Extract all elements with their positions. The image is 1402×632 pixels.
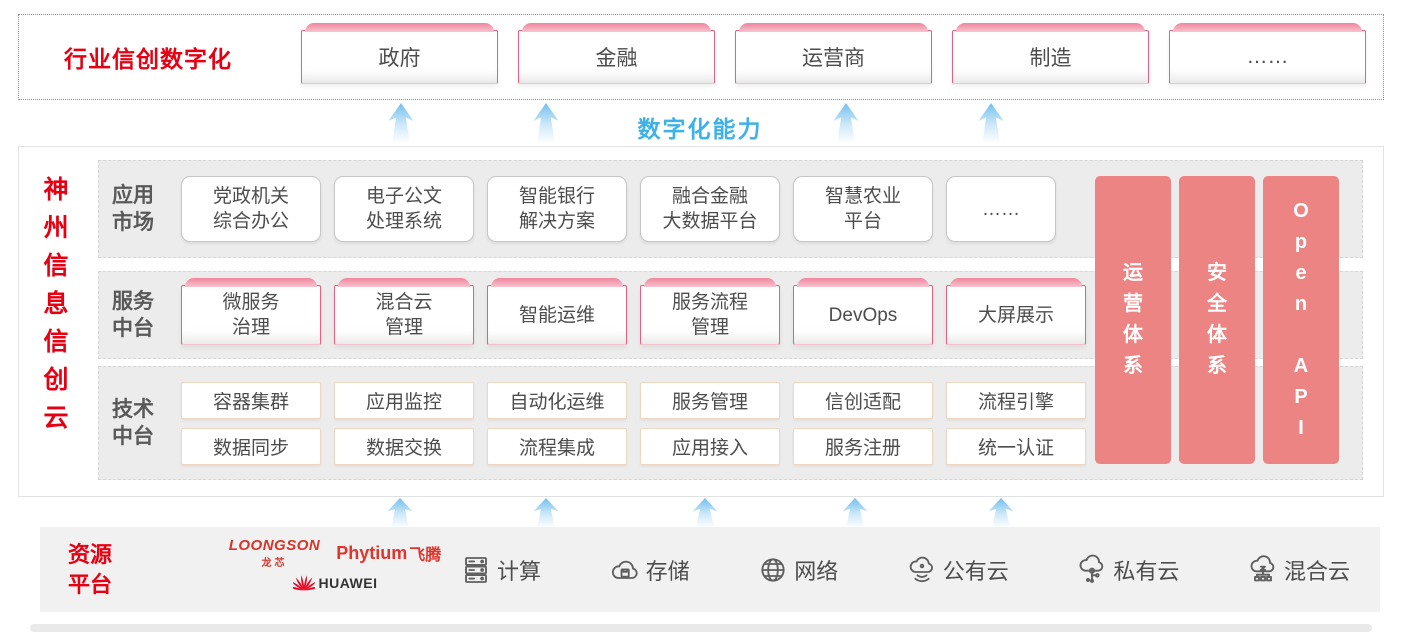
service-platform-row: 服务 中台 微服务 治理 混合云 管理 智能运维 服务流程 管理 DevOps …: [98, 271, 1363, 359]
tech-box: 应用监控: [334, 381, 474, 419]
tech-box: 自动化运维: [487, 381, 627, 419]
resource-item: 网络: [757, 554, 838, 586]
resource-platform-title: 资源 平台: [68, 542, 113, 597]
up-arrow-icon: [978, 103, 1004, 143]
pillar-label: O p e n A P I: [1293, 200, 1309, 439]
tech-platform-row: 技术 中台 容器集群 应用监控 自动化运维 服务管理 信创适配 流程引擎 数据同…: [98, 366, 1363, 480]
app-market-row: 应用 市场 党政机关 综合办公 电子公文 处理系统 智能银行 解决方案 融合金融…: [98, 160, 1363, 258]
loongson-logo: LOONGSON 龙芯: [229, 537, 321, 569]
tech-box: 服务管理: [640, 381, 780, 419]
service-box: 微服务 治理: [181, 278, 321, 345]
resource-item: 存储: [609, 554, 690, 586]
tech-box: 数据同步: [181, 427, 321, 465]
resource-item-list: 计算 存储 网络: [460, 527, 1350, 612]
phytium-logo: Phytium 飞腾: [336, 541, 441, 569]
app-box: 党政机关 综合办公: [181, 176, 321, 242]
tech-box: 流程集成: [487, 427, 627, 465]
bottom-strip: [30, 624, 1372, 632]
industry-box: 制造: [952, 23, 1149, 84]
phytium-wordmark: Phytium: [336, 542, 408, 563]
network-icon: [761, 557, 785, 582]
app-box-list: 党政机关 综合办公 电子公文 处理系统 智能银行 解决方案 融合金融 大数据平台…: [181, 176, 1056, 242]
pillar-security: 安 全 体 系: [1179, 176, 1255, 464]
tech-box-grid: 容器集群 应用监控 自动化运维 服务管理 信创适配 流程引擎 数据同步 数据交换…: [181, 381, 1086, 465]
resource-item-label: 计算: [497, 558, 542, 584]
row-label: 技术 中台: [112, 398, 154, 448]
tech-box: 信创适配: [793, 381, 933, 419]
up-arrow-icon: [692, 498, 718, 528]
pillar-operations: 运 营 体 系: [1095, 176, 1171, 464]
phytium-cn-label: 飞腾: [409, 547, 442, 564]
compute-icon: [465, 556, 487, 583]
industry-digitalization-panel: 行业信创数字化 政府 金融 运营商 制造 ……: [18, 14, 1384, 100]
storage-icon: [611, 560, 638, 579]
huawei-wordmark: HUAWEI: [318, 575, 378, 591]
row-label: 应用 市场: [112, 184, 154, 234]
service-box: 大屏展示: [946, 278, 1086, 345]
up-arrow-icon: [388, 103, 414, 143]
resource-platform-panel: 资源 平台 LOONGSON 龙芯 Phytium 飞腾: [40, 527, 1380, 612]
resource-item-label: 私有云: [1113, 558, 1180, 584]
tech-box: 流程引擎: [946, 381, 1086, 419]
loongson-wordmark: LOONGSON: [228, 537, 321, 554]
tech-box: 数据交换: [334, 427, 474, 465]
resource-item: 计算: [460, 554, 541, 586]
up-arrow-icon: [387, 498, 413, 528]
huawei-flower-icon: [292, 575, 315, 591]
tech-box-line: 数据同步 数据交换 流程集成 应用接入 服务注册 统一认证: [181, 427, 1086, 465]
industry-box: ……: [1169, 23, 1366, 84]
public-cloud-icon: [909, 556, 933, 582]
tech-box: 统一认证: [946, 427, 1086, 465]
service-box-list: 微服务 治理 混合云 管理 智能运维 服务流程 管理 DevOps 大屏展示: [181, 278, 1086, 345]
up-arrow-icon: [988, 498, 1014, 528]
resource-item-label: 混合云: [1283, 558, 1350, 584]
resource-item: 混合云: [1247, 554, 1350, 586]
resource-item: 私有云: [1076, 554, 1179, 586]
vendor-row: LOONGSON 龙芯 Phytium 飞腾: [205, 537, 465, 569]
industry-panel-title: 行业信创数字化: [64, 46, 232, 72]
service-box: DevOps: [793, 278, 933, 345]
pillar-label: 安 全 体 系: [1207, 262, 1227, 377]
hybrid-cloud-icon: [1250, 554, 1275, 581]
row-label: 服务 中台: [112, 290, 154, 340]
app-box: 智能银行 解决方案: [487, 176, 627, 242]
resource-item-label: 公有云: [942, 558, 1009, 584]
platform-panel: 神 州 信 息 信 创 云 应用 市场 党政机关 综合办公 电子公文 处理系统 …: [18, 146, 1384, 497]
up-arrow-icon: [842, 498, 868, 528]
tech-box-line: 容器集群 应用监控 自动化运维 服务管理 信创适配 流程引擎: [181, 381, 1086, 419]
tech-box: 容器集群: [181, 381, 321, 419]
service-box: 服务流程 管理: [640, 278, 780, 345]
up-arrow-icon: [533, 498, 559, 528]
app-box: 融合金融 大数据平台: [640, 176, 780, 242]
resource-item-label: 存储: [645, 558, 690, 584]
industry-box: 政府: [301, 23, 498, 84]
tech-box: 服务注册: [793, 427, 933, 465]
huawei-logo: HUAWEI: [205, 572, 465, 594]
pillar-open-api: O p e n A P I: [1263, 176, 1339, 464]
app-box: ……: [946, 176, 1056, 242]
industry-box: 金融: [518, 23, 715, 84]
app-box: 智慧农业 平台: [793, 176, 933, 242]
capability-label: 数字化能力: [637, 116, 763, 142]
platform-title: 神 州 信 息 信 创 云: [43, 176, 69, 432]
loongson-cn-label: 龙芯: [261, 558, 288, 569]
up-arrow-icon: [533, 103, 559, 143]
resource-item-label: 网络: [794, 558, 839, 584]
app-box: 电子公文 处理系统: [334, 176, 474, 242]
service-box: 混合云 管理: [334, 278, 474, 345]
private-cloud-icon: [1079, 554, 1104, 583]
resource-item: 公有云: [906, 554, 1009, 586]
industry-box: 运营商: [735, 23, 932, 84]
industry-box-list: 政府 金融 运营商 制造 ……: [301, 15, 1366, 99]
vendor-logos: LOONGSON 龙芯 Phytium 飞腾: [205, 537, 465, 594]
tech-box: 应用接入: [640, 427, 780, 465]
service-box: 智能运维: [487, 278, 627, 345]
pillar-label: 运 营 体 系: [1123, 262, 1143, 377]
